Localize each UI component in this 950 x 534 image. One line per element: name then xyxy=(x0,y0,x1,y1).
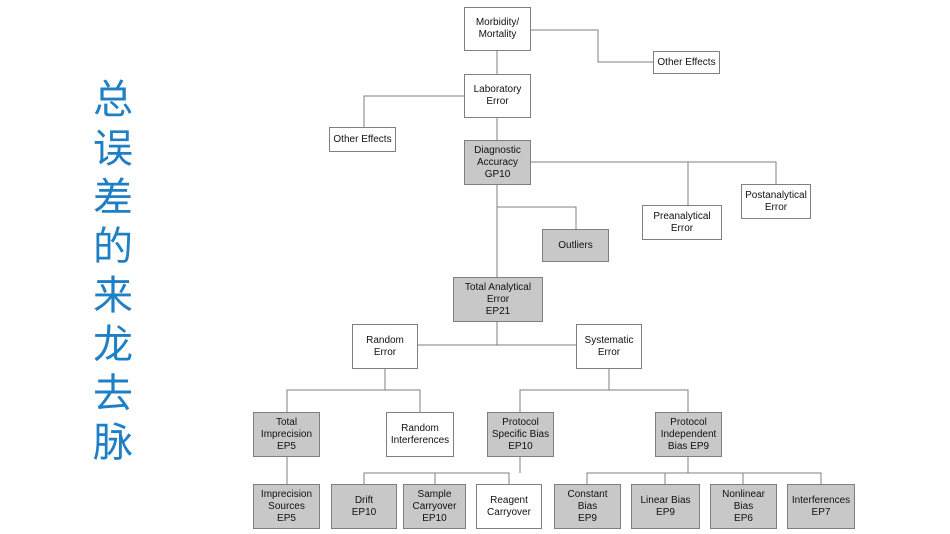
node-label-line: Error xyxy=(373,346,397,358)
node-label-line: Carryover xyxy=(487,506,531,518)
node-label-line: Total Analytical xyxy=(464,281,532,293)
node-other-effects-right: Other Effects xyxy=(653,51,720,74)
connector-specific-children xyxy=(363,472,510,484)
node-label-line: Outliers xyxy=(558,239,593,251)
title-char: 差 xyxy=(93,175,133,221)
title-char: 去 xyxy=(93,371,133,417)
node-label-line: Error xyxy=(597,346,621,358)
node-label-line: Bias xyxy=(577,500,598,512)
node-label-line: Postanalytical xyxy=(745,189,807,201)
node-label-line: Carryover xyxy=(412,500,457,512)
node-label-line: Linear Bias xyxy=(640,494,691,506)
title-char: 龙 xyxy=(93,322,133,368)
node-label-line: GP10 xyxy=(484,168,511,180)
connector-random-children xyxy=(286,389,421,412)
node-label-line: Diagnostic xyxy=(474,144,521,156)
node-label-line: Sources xyxy=(268,500,305,512)
node-outliers: Outliers xyxy=(542,229,609,262)
node-label-line: EP10 xyxy=(422,512,447,524)
node-label-line: EP10 xyxy=(351,506,377,518)
vertical-title: 总误差的来龙去脉 xyxy=(88,76,138,468)
node-label-line: Error xyxy=(670,222,694,234)
node-label-line: Other Effects xyxy=(657,56,716,68)
node-label-line: Protocol xyxy=(502,416,539,428)
connector-morbidity-other-effects xyxy=(531,29,653,63)
node-label-line: Drift xyxy=(354,494,374,506)
node-label-line: EP21 xyxy=(485,305,511,317)
title-char: 脉 xyxy=(93,420,133,466)
node-label-line: Accuracy xyxy=(476,156,519,168)
node-label-line: Laboratory xyxy=(473,84,522,95)
node-label-line: Other Effects xyxy=(333,133,392,145)
node-label-line: Protocol xyxy=(670,416,707,428)
node-label-line: Total xyxy=(275,416,298,428)
node-label-line: EP9 xyxy=(578,512,597,524)
title-char: 总 xyxy=(93,77,133,123)
title-char: 误 xyxy=(93,126,133,172)
connector-lab-other-effects xyxy=(363,95,464,127)
node-label-line: Error xyxy=(486,293,510,305)
connector-systematic-children xyxy=(519,389,689,412)
connector-outliers xyxy=(497,206,577,229)
node-label-line: Reagent xyxy=(490,494,528,506)
node-label-line: Systematic xyxy=(584,334,634,346)
node-other-effects-left: Other Effects xyxy=(329,127,396,152)
node-label-line: Error xyxy=(764,201,788,213)
node-label-line: EP5 xyxy=(277,512,296,524)
node-label-line: Nonlinear xyxy=(722,488,765,500)
title-char: 的 xyxy=(93,224,133,270)
node-label-line: EP6 xyxy=(734,512,753,524)
node-label-line: Morbidity/ xyxy=(475,17,520,28)
connector-diagnostic-post xyxy=(531,161,777,184)
node-label-line: EP7 xyxy=(811,506,831,518)
node-morbidity-mortality: Morbidity/Mortality xyxy=(464,7,531,51)
node-label-line: Mortality xyxy=(478,29,517,40)
node-label-line: Sample xyxy=(417,488,452,500)
node-label-line: Random xyxy=(366,334,404,346)
node-label-line: Bias EP9 xyxy=(667,440,710,452)
connector-independent-children xyxy=(586,472,822,484)
node-label-line: EP5 xyxy=(277,440,296,452)
node-label-line: Independent xyxy=(660,428,717,440)
node-label-line: Imprecision xyxy=(260,488,313,500)
node-label-line: Interferences xyxy=(791,494,851,506)
title-char: 来 xyxy=(93,273,133,319)
node-label-line: EP10 xyxy=(508,440,533,452)
node-label-line: Error xyxy=(486,96,509,107)
node-label-line: Specific Bias xyxy=(491,428,550,440)
node-label-line: Interferences xyxy=(390,434,450,446)
node-label-line: Bias xyxy=(733,500,754,512)
node-label-line: Constant xyxy=(567,488,608,500)
node-label-line: Preanalytical xyxy=(653,210,711,222)
node-label-line: Random xyxy=(401,422,439,434)
node-label-line: Imprecision xyxy=(260,428,313,440)
node-label-line: EP9 xyxy=(656,506,675,518)
